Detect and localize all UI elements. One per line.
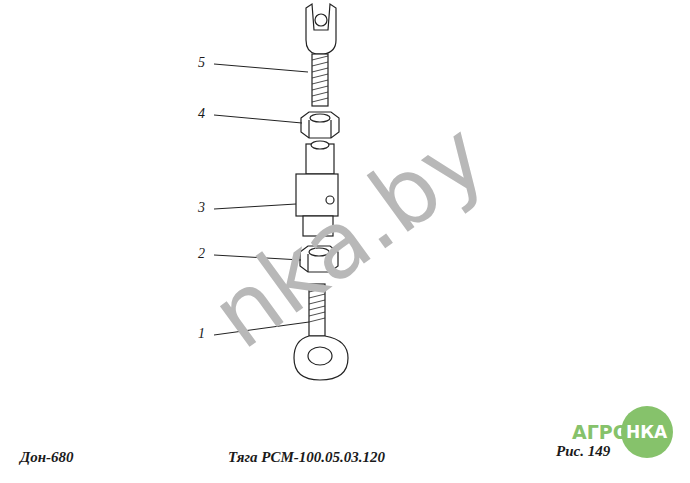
figure-caption: Тяга РСМ-100.05.03.120 (228, 450, 385, 465)
figure-number: Рис. 149 (556, 444, 610, 459)
callout-number: 2 (198, 247, 205, 261)
callout-number: 1 (198, 327, 205, 341)
callout-number: 3 (198, 201, 205, 215)
callout-number: 4 (198, 107, 205, 121)
watermark: nka.by (197, 108, 501, 364)
callout-number: 5 (198, 56, 205, 70)
model-name: Дон-680 (20, 450, 74, 465)
logo-text: АГРО (572, 423, 629, 442)
logo-circle (621, 406, 673, 458)
logo-text: НКА (626, 424, 667, 441)
